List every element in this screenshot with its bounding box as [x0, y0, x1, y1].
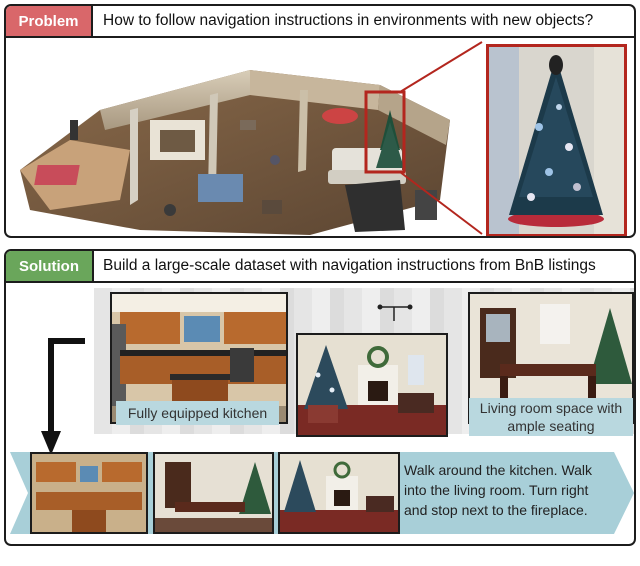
solution-panel: Solution Build a large-scale dataset wit… [4, 249, 636, 546]
solution-statement: Build a large-scale dataset with navigat… [103, 257, 596, 274]
dining-thumbnail [153, 452, 274, 534]
header-divider [92, 251, 94, 281]
house-3d-scan [20, 70, 450, 235]
header-divider [91, 6, 93, 36]
living-room-photo [296, 333, 448, 437]
christmas-tree-closeup [486, 44, 627, 236]
solution-tag: Solution [6, 251, 92, 281]
header-underline [6, 281, 634, 283]
fireplace-thumbnail [278, 452, 400, 534]
christmas-tree-icon [489, 47, 624, 234]
kitchen-thumbnail [30, 452, 148, 534]
problem-panel: Problem How to follow navigation instruc… [4, 4, 636, 238]
problem-question: How to follow navigation instructions in… [103, 12, 594, 29]
zoom-highlight-box [364, 90, 406, 174]
problem-tag: Problem [6, 6, 91, 36]
arrow-down-icon [41, 338, 85, 455]
caption-living-room: Living room space with ample seating [469, 398, 633, 436]
connector-dots [377, 304, 413, 321]
navigation-instruction: Walk around the kitchen. Walk into the l… [404, 462, 593, 518]
header-underline [6, 36, 634, 38]
caption-kitchen: Fully equipped kitchen [116, 401, 279, 425]
